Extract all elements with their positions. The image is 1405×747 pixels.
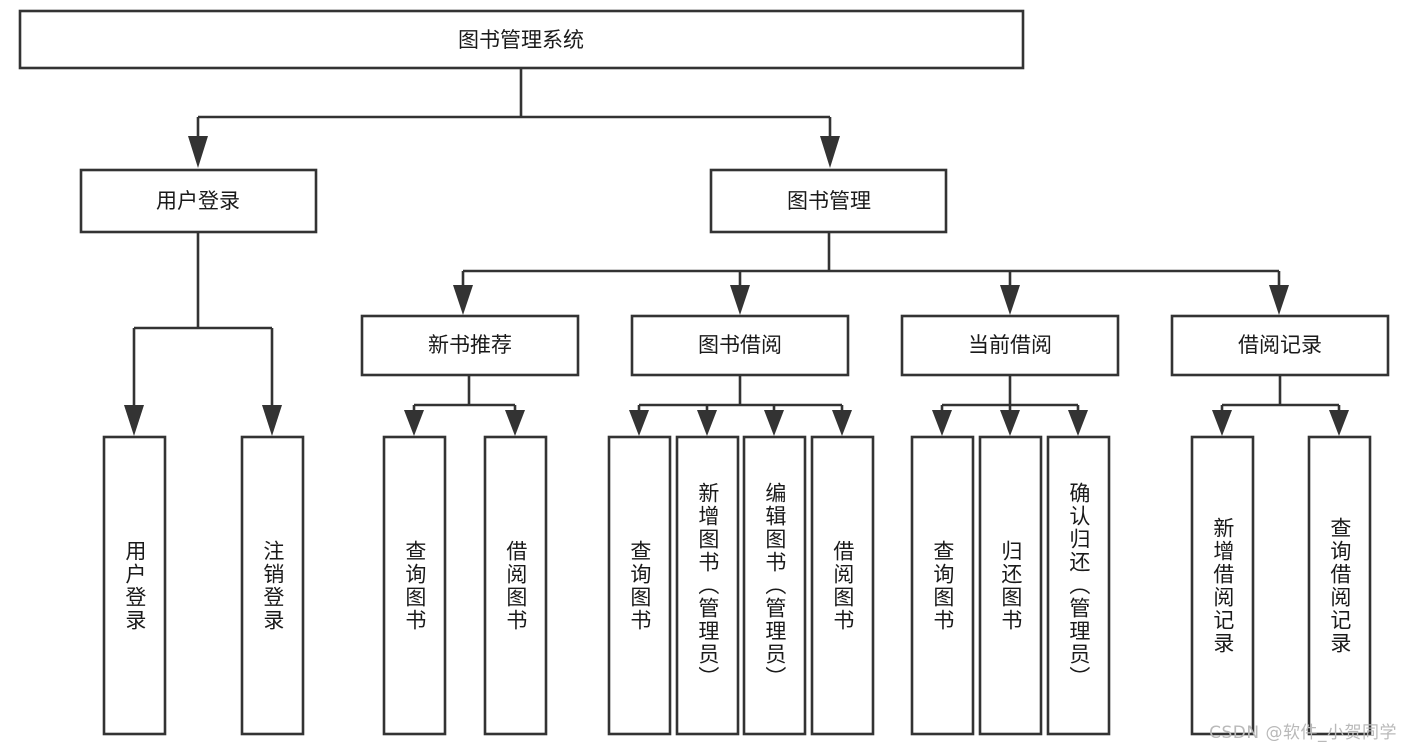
arrow-to-borrow-record: [1269, 285, 1289, 315]
node-leaf-add-record-box[interactable]: [1190, 435, 1255, 736]
node-leaf-edit-book-box[interactable]: [742, 435, 807, 736]
node-book-borrow[interactable]: 图书借阅: [630, 314, 850, 377]
arrow-leaf-query-book-2: [629, 410, 649, 436]
node-new-book-rec[interactable]: 新书推荐: [360, 314, 580, 377]
connectors-book-manage: [453, 232, 1289, 315]
arrow-leaf-query-book-3: [932, 410, 952, 436]
node-root[interactable]: 图书管理系统: [18, 9, 1025, 70]
node-leaf-confirm-return-box[interactable]: [1046, 435, 1111, 736]
connectors-current-borrow: [932, 375, 1088, 436]
arrow-leaf-add-book: [697, 410, 717, 436]
node-leaf-query-book-1-box[interactable]: [382, 435, 447, 736]
node-leaf-query-record-box[interactable]: [1307, 435, 1372, 736]
node-user-login[interactable]: 用户登录: [79, 168, 318, 234]
arrow-leaf-query-book-1: [404, 410, 424, 436]
node-book-manage[interactable]: 图书管理: [709, 168, 948, 234]
arrow-to-user-login: [188, 136, 208, 168]
arrow-to-book-borrow: [730, 285, 750, 315]
node-leaf-add-book-box[interactable]: [675, 435, 740, 736]
node-book-borrow-box[interactable]: [630, 314, 850, 377]
node-new-book-rec-box[interactable]: [360, 314, 580, 377]
node-borrow-record-label: 借阅记录: [1238, 333, 1322, 357]
node-current-borrow-label: 当前借阅: [968, 333, 1052, 357]
node-leaf-query-book-3-box[interactable]: [910, 435, 975, 736]
connectors-root: [188, 68, 840, 168]
node-book-manage-box[interactable]: [709, 168, 948, 234]
node-book-manage-label: 图书管理: [787, 189, 871, 213]
node-leaf-borrow-book-2-box[interactable]: [810, 435, 875, 736]
node-user-login-label: 用户登录: [156, 189, 240, 213]
node-leaf-return-book-box[interactable]: [978, 435, 1043, 736]
arrow-to-book-manage: [820, 136, 840, 168]
node-leaf-logout-box[interactable]: [240, 435, 305, 736]
connectors-borrow-record: [1212, 375, 1349, 436]
node-borrow-record[interactable]: 借阅记录: [1170, 314, 1390, 377]
arrow-to-new-book-rec: [453, 285, 473, 315]
node-user-login-box[interactable]: [79, 168, 318, 234]
connectors-book-borrow: [629, 375, 852, 436]
node-current-borrow[interactable]: 当前借阅: [900, 314, 1120, 377]
node-root-box[interactable]: [18, 9, 1025, 70]
arrow-leaf-borrow-book-1: [505, 410, 525, 436]
node-current-borrow-box[interactable]: [900, 314, 1120, 377]
arrow-leaf-return-book: [1000, 410, 1020, 436]
arrow-leaf-borrow-book-2: [832, 410, 852, 436]
node-new-book-rec-label: 新书推荐: [428, 333, 512, 357]
arrow-leaf-query-record: [1329, 410, 1349, 436]
connectors-new-book-rec: [404, 375, 525, 436]
arrow-to-current-borrow: [1000, 285, 1020, 315]
arrow-leaf-logout: [262, 405, 282, 436]
node-leaf-borrow-book-1-box[interactable]: [483, 435, 548, 736]
arrow-leaf-user-login: [124, 405, 144, 436]
node-leaf-user-login-box[interactable]: [102, 435, 167, 736]
csdn-watermark: CSDN @软件_小贺同学: [1209, 723, 1397, 743]
node-borrow-record-box[interactable]: [1170, 314, 1390, 377]
node-book-borrow-label: 图书借阅: [698, 333, 782, 357]
arrow-leaf-edit-book: [764, 410, 784, 436]
arrow-leaf-confirm-return: [1068, 410, 1088, 436]
arrow-leaf-add-record: [1212, 410, 1232, 436]
node-root-label: 图书管理系统: [458, 28, 584, 52]
connectors-user-login: [124, 232, 282, 436]
node-leaf-query-book-2-box[interactable]: [607, 435, 672, 736]
